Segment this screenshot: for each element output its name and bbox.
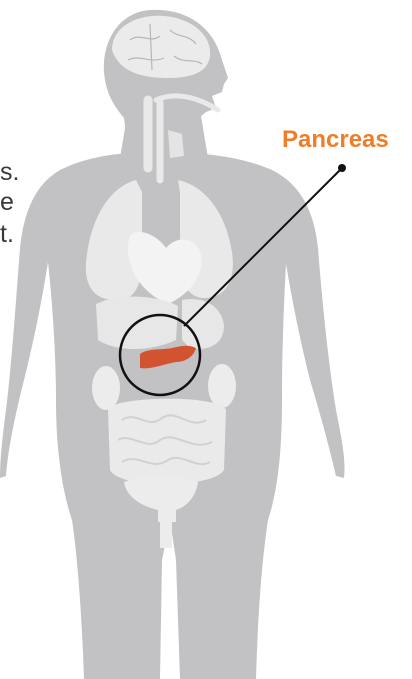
body-silhouette [0, 10, 345, 679]
intestines [108, 399, 226, 485]
leader-dot [338, 164, 346, 172]
thyroid [168, 130, 184, 158]
pancreas-label: Pancreas [282, 128, 389, 152]
